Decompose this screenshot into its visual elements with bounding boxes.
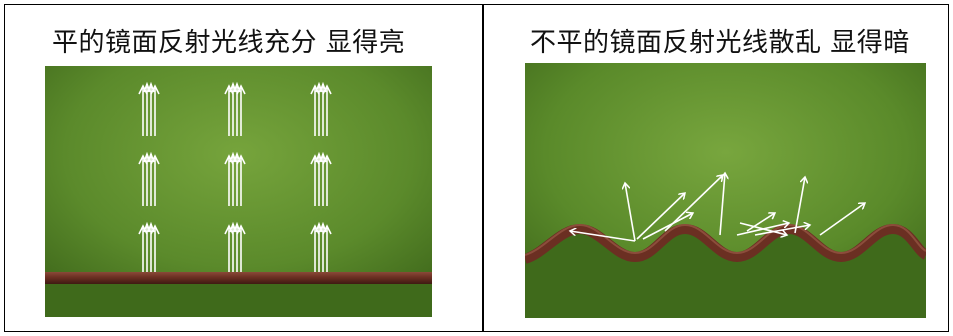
reflected-ray-bundles bbox=[138, 83, 332, 272]
scattered-reflected-rays bbox=[570, 173, 865, 242]
flat-mirror-illustration bbox=[45, 66, 432, 317]
left-caption: 平的镜面反射光线充分 显得亮 bbox=[52, 28, 406, 58]
panel-divider bbox=[482, 5, 484, 331]
right-caption: 不平的镜面反射光线散乱 显得暗 bbox=[530, 28, 910, 58]
flat-mirror-surface bbox=[45, 272, 432, 284]
uneven-mirror-illustration bbox=[525, 63, 926, 318]
